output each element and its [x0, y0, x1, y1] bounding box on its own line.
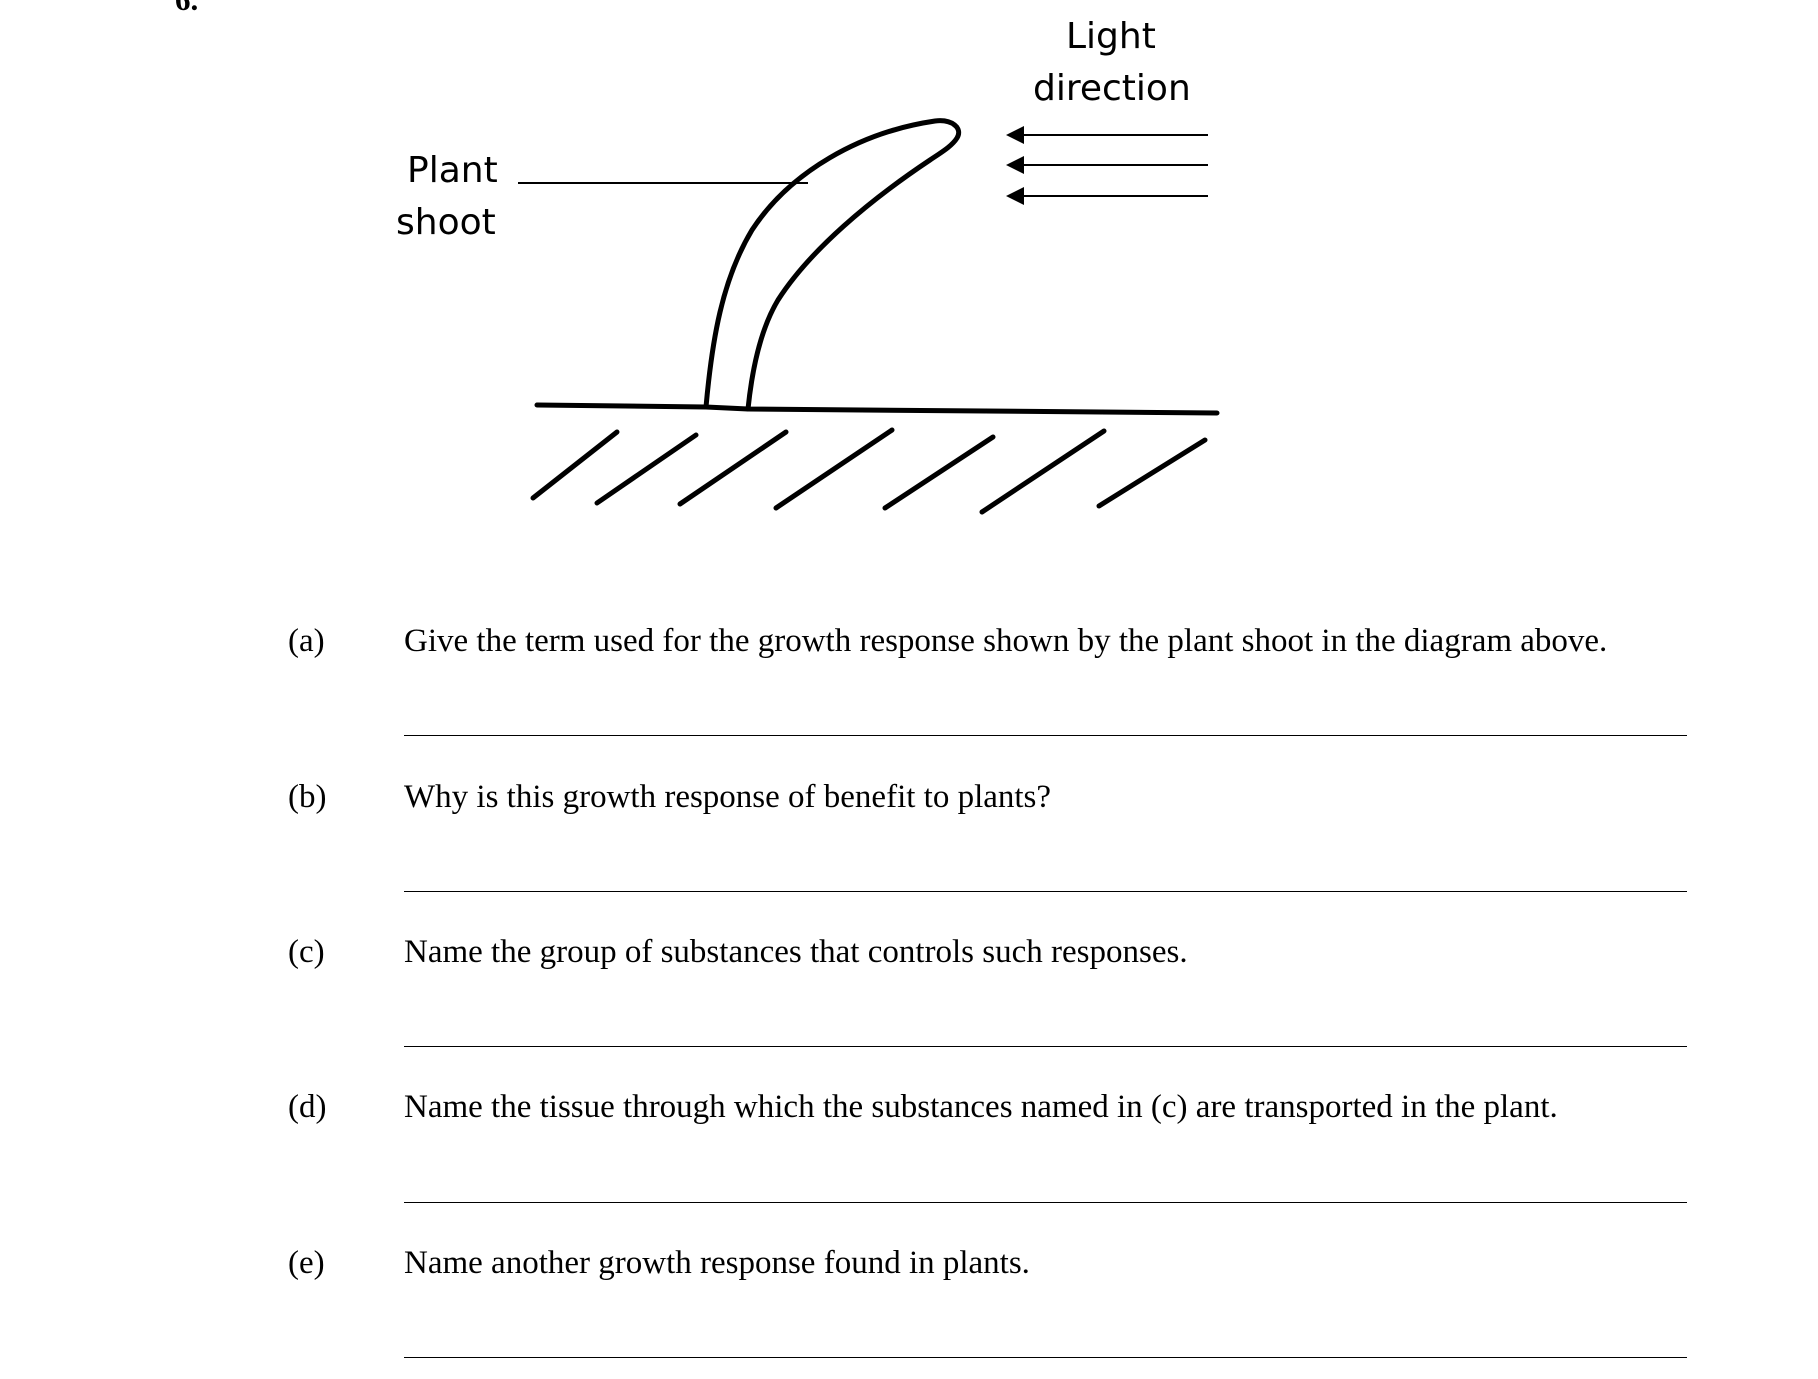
- answer-line-a[interactable]: [404, 735, 1687, 736]
- light-label-line1: Light: [1066, 16, 1156, 57]
- plant-label-line2: shoot: [396, 202, 496, 243]
- part-letter: (d): [288, 1089, 327, 1125]
- part-letter: (c): [288, 934, 325, 970]
- part-text: Name the tissue through which the substa…: [404, 1089, 1558, 1125]
- answer-line-d[interactable]: [404, 1202, 1687, 1203]
- ground-line: [534, 402, 1220, 416]
- question-part-e: (e) Name another growth response found i…: [0, 1243, 1818, 1323]
- plant-shoot: [703, 118, 961, 412]
- question-part-d: (d) Name the tissue through which the su…: [0, 1087, 1818, 1167]
- plant-label-line1: Plant: [407, 150, 498, 191]
- phototropism-diagram: Plant shoot Light direction: [396, 16, 1220, 515]
- part-text: Give the term used for the growth respon…: [404, 623, 1608, 659]
- part-letter: (e): [288, 1245, 325, 1281]
- answer-line-c[interactable]: [404, 1046, 1687, 1047]
- question-part-c: (c) Name the group of substances that co…: [0, 932, 1818, 1012]
- answer-line-b[interactable]: [404, 891, 1687, 892]
- light-arrows: [1006, 126, 1208, 205]
- part-text: Name the group of substances that contro…: [404, 934, 1188, 970]
- answer-line-e[interactable]: [404, 1357, 1687, 1358]
- question-part-b: (b) Why is this growth response of benef…: [0, 777, 1818, 857]
- question-number: 6.: [175, 0, 198, 15]
- light-label-line2: direction: [1033, 68, 1191, 109]
- soil-hatching: [530, 427, 1208, 515]
- part-text: Why is this growth response of benefit t…: [404, 779, 1052, 815]
- question-part-a: (a) Give the term used for the growth re…: [0, 621, 1818, 701]
- part-text: Name another growth response found in pl…: [404, 1245, 1030, 1281]
- part-letter: (a): [288, 623, 325, 659]
- part-letter: (b): [288, 779, 327, 815]
